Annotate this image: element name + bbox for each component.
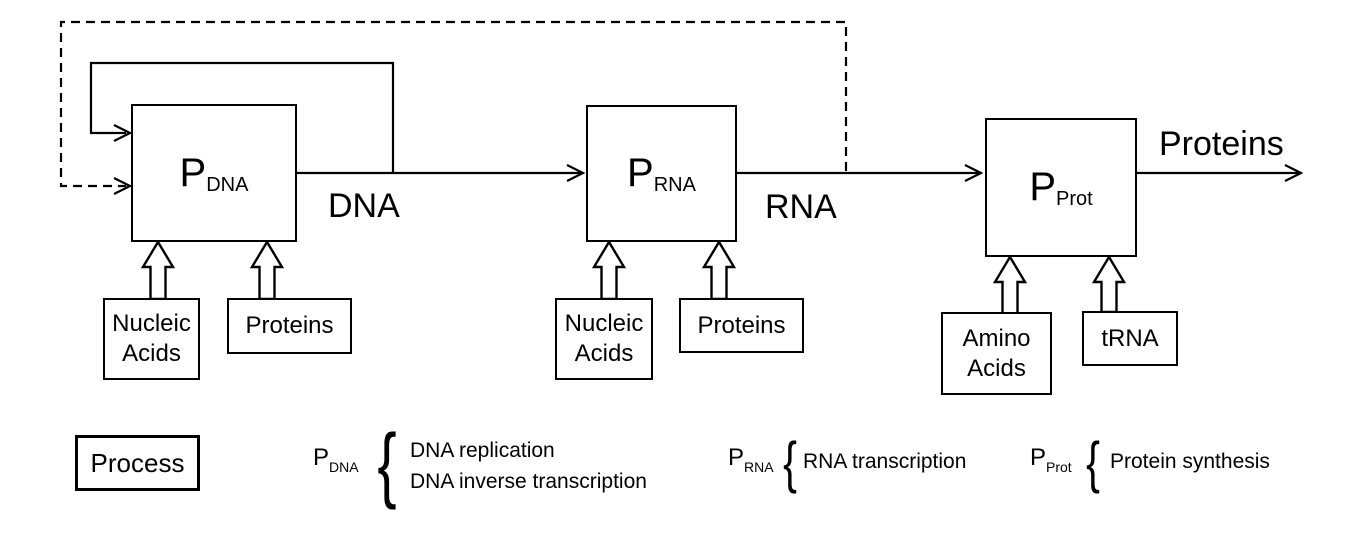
- trna-to-pprot-arrow-icon: [1091, 254, 1127, 314]
- legend-pprot-brace-icon: {: [1086, 430, 1100, 494]
- nucleic-acids-to-prna-arrow-icon: [591, 239, 627, 301]
- pdna-subscript: DNA: [206, 173, 249, 196]
- amino-acids-line1: Amino: [962, 324, 1031, 352]
- input-box-nucleic-acids-prna: Nucleic Acids: [555, 298, 653, 380]
- input-box-amino-acids: Amino Acids: [941, 312, 1052, 395]
- nucleic-acids-line1: Nucleic: [564, 310, 644, 337]
- legend-prna-brace-icon: {: [783, 430, 797, 494]
- dna-flow-label: DNA: [328, 187, 400, 225]
- rna-flow-arrowhead-icon: [964, 164, 984, 182]
- dna-to-pdna-solid-feedback-line: [89, 61, 395, 172]
- rna-flow-label: RNA: [765, 188, 837, 226]
- pdna-label: P: [179, 150, 207, 195]
- trna-label: tRNA: [1101, 324, 1159, 352]
- legend-prna-description: RNA transcription: [803, 450, 967, 473]
- nucleic-acids-line2: Acids: [574, 340, 634, 367]
- legend-line: DNA inverse transcription: [410, 470, 647, 493]
- process-legend-label: Process: [90, 447, 185, 478]
- legend-pprot-description: Protein synthesis: [1110, 450, 1270, 473]
- proteins-input-label: Proteins: [697, 311, 786, 339]
- rna-to-pdna-feedback-arrowhead-icon: [113, 177, 133, 195]
- pprot-subscript: Prot: [1056, 188, 1093, 210]
- proteins-input-label: Proteins: [245, 312, 334, 339]
- input-box-trna: tRNA: [1082, 311, 1178, 366]
- input-box-nucleic-acids-pdna: Nucleic Acids: [103, 298, 200, 380]
- input-box-proteins-pdna: Proteins: [227, 298, 352, 354]
- dna-to-pdna-feedback-arrowhead-icon: [113, 124, 133, 142]
- proteins-flow-arrowhead-icon: [1284, 164, 1304, 182]
- rna-to-pdna-dashed-feedback-line: [59, 20, 848, 188]
- amino-acids-to-pprot-arrow-icon: [992, 254, 1028, 316]
- legend-line: DNA replication: [410, 439, 555, 462]
- amino-acids-line2: Acids: [967, 354, 1026, 382]
- legend-pprot-symbol: PProt: [1030, 444, 1072, 475]
- proteins-to-prna-arrow-icon: [701, 239, 737, 301]
- legend-pdna-descriptions: DNA replication DNA inverse transcriptio…: [410, 435, 647, 497]
- nucleic-acids-line1: Nucleic: [112, 310, 191, 337]
- legend-process-box: Process: [75, 435, 200, 491]
- prna-label: P: [627, 151, 654, 195]
- legend-pdna-brace-icon: {: [377, 415, 397, 510]
- pprot-label: P: [1029, 165, 1056, 209]
- legend-pdna-symbol: PDNA: [313, 444, 359, 475]
- input-box-proteins-prna: Proteins: [679, 298, 804, 353]
- proteins-output-label: Proteins: [1159, 125, 1284, 163]
- nucleic-acids-line2: Acids: [122, 340, 181, 367]
- nucleic-acids-to-pdna-arrow-icon: [140, 239, 176, 301]
- dna-flow-arrowhead-icon: [566, 164, 586, 182]
- prna-subscript: RNA: [653, 174, 696, 196]
- proteins-to-pdna-arrow-icon: [249, 239, 285, 301]
- legend-prna-symbol: PRNA: [728, 444, 774, 475]
